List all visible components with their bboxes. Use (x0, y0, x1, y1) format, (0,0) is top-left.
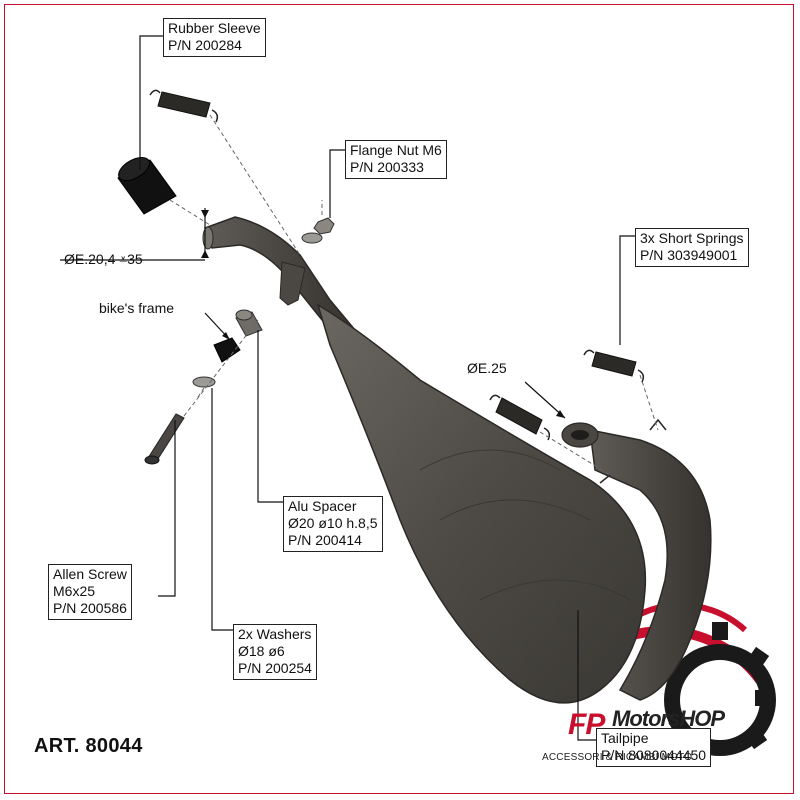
label-tailpipe: Tailpipe P/N 8080044450 (596, 728, 712, 767)
article-number: ART. 80044 (34, 735, 143, 757)
rubber-sleeve-name: Rubber Sleeve (168, 20, 261, 36)
tailpipe-pn: P/N 8080044450 (601, 747, 707, 763)
outlet-dimension: ØE.25 (467, 360, 507, 376)
allen-screw-pn: P/N 200586 (53, 600, 127, 616)
assembly-lines (169, 114, 659, 477)
washer-part (192, 376, 216, 388)
short-spring-upper (583, 349, 645, 383)
label-allen-screw: Allen Screw M6x25 P/N 200586 (48, 564, 132, 620)
allen-screw-part (144, 413, 185, 465)
label-rubber-sleeve: Rubber Sleeve P/N 200284 (163, 18, 266, 57)
short-springs-pn: P/N 303949001 (640, 247, 738, 263)
logo-fp: FP (568, 708, 605, 741)
flange-nut-part (301, 217, 335, 244)
label-alu-spacer: Alu Spacer Ø20 ø10 h.8,5 P/N 200414 (283, 496, 383, 552)
washers-pn: P/N 200254 (238, 660, 312, 676)
exhaust-body (316, 303, 647, 704)
flange-nut-pn: P/N 200333 (350, 159, 424, 175)
alu-spacer-part (235, 309, 263, 337)
logo-tagline: ACCESSORI & RICAMBI MOTO (542, 752, 693, 763)
allen-screw-size: M6x25 (53, 583, 96, 599)
allen-screw-name: Allen Screw (53, 566, 127, 582)
flange-nut-name: Flange Nut M6 (350, 142, 442, 158)
rubber-sleeve-pn: P/N 200284 (168, 37, 242, 53)
label-washers: 2x Washers Ø18 ø6 P/N 200254 (233, 624, 317, 680)
alu-spacer-name: Alu Spacer (288, 498, 357, 514)
short-spring-middle (489, 394, 551, 441)
rubber-sleeve-part (117, 156, 177, 215)
short-springs-name: 3x Short Springs (640, 230, 744, 246)
tailpipe-name: Tailpipe (601, 730, 649, 746)
alu-spacer-dims: Ø20 ø10 h.8,5 (288, 515, 378, 531)
bike-frame-tab (213, 337, 241, 363)
label-short-springs: 3x Short Springs P/N 303949001 (635, 228, 749, 267)
washers-name: 2x Washers (238, 626, 312, 642)
leader-arrowheads (201, 210, 565, 418)
top-spring-part (149, 89, 219, 123)
alu-spacer-pn: P/N 200414 (288, 532, 362, 548)
logo-motorshop: MotorsHOP (612, 706, 725, 731)
label-flange-nut: Flange Nut M6 P/N 200333 (345, 140, 447, 179)
exhaust-outlet-pipe (561, 418, 712, 701)
inlet-dimension: ØE.20,4 ⩡35 (64, 251, 143, 267)
washers-dims: Ø18 ø6 (238, 643, 285, 659)
bikes-frame-label: bike's frame (99, 300, 175, 316)
